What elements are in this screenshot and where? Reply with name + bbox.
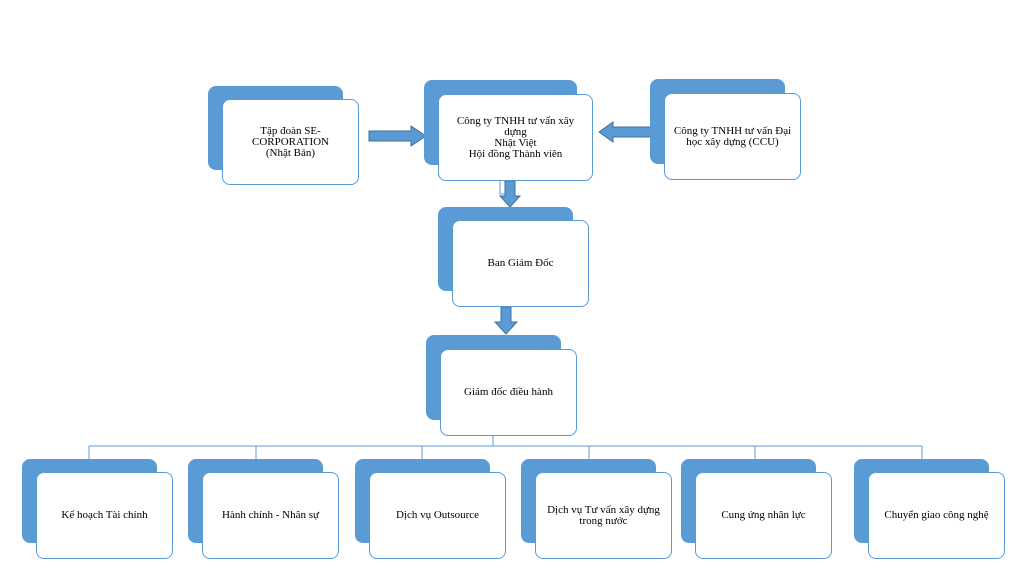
node-label: Tập đoàn SE- CORPORATION (Nhật Bản)	[222, 99, 359, 185]
node-label: Ban Giám Đốc	[452, 220, 589, 307]
arrow-down-icon	[498, 180, 522, 208]
node-label: Chuyển giao công nghệ	[868, 472, 1005, 559]
arrow-down-icon	[493, 306, 519, 335]
node-ccu: Công ty TNHH tư vấn Đại học xây dựng (CC…	[650, 79, 801, 180]
node-department: Dịch vụ Tư vấn xây dựng trong nước	[521, 459, 672, 559]
node-department: Hành chính - Nhân sự	[188, 459, 339, 559]
node-department: Chuyển giao công nghệ	[854, 459, 1005, 559]
node-se-corporation: Tập đoàn SE- CORPORATION (Nhật Bản)	[208, 86, 359, 186]
node-label: Cung ứng nhân lực	[695, 472, 832, 559]
node-label: Công ty TNHH tư vấn xây dựng Nhật Việt H…	[438, 94, 593, 181]
node-nhat-viet: Công ty TNHH tư vấn xây dựng Nhật Việt H…	[424, 80, 593, 181]
arrow-right-icon	[368, 125, 427, 147]
node-department: Kế hoạch Tài chính	[22, 459, 173, 559]
arrow-left-icon	[598, 121, 656, 143]
connector-line	[499, 180, 505, 195]
node-label: Kế hoạch Tài chính	[36, 472, 173, 559]
node-label: Hành chính - Nhân sự	[202, 472, 339, 559]
node-ban-giam-doc: Ban Giám Đốc	[438, 207, 589, 307]
node-department: Dịch vụ Outsource	[355, 459, 506, 559]
node-giam-doc-dieu-hanh: Giám đốc điều hành	[426, 335, 577, 436]
node-label: Dịch vụ Tư vấn xây dựng trong nước	[535, 472, 672, 559]
node-label: Công ty TNHH tư vấn Đại học xây dựng (CC…	[664, 93, 801, 180]
node-label: Dịch vụ Outsource	[369, 472, 506, 559]
node-label: Giám đốc điều hành	[440, 349, 577, 436]
node-department: Cung ứng nhân lực	[681, 459, 832, 559]
